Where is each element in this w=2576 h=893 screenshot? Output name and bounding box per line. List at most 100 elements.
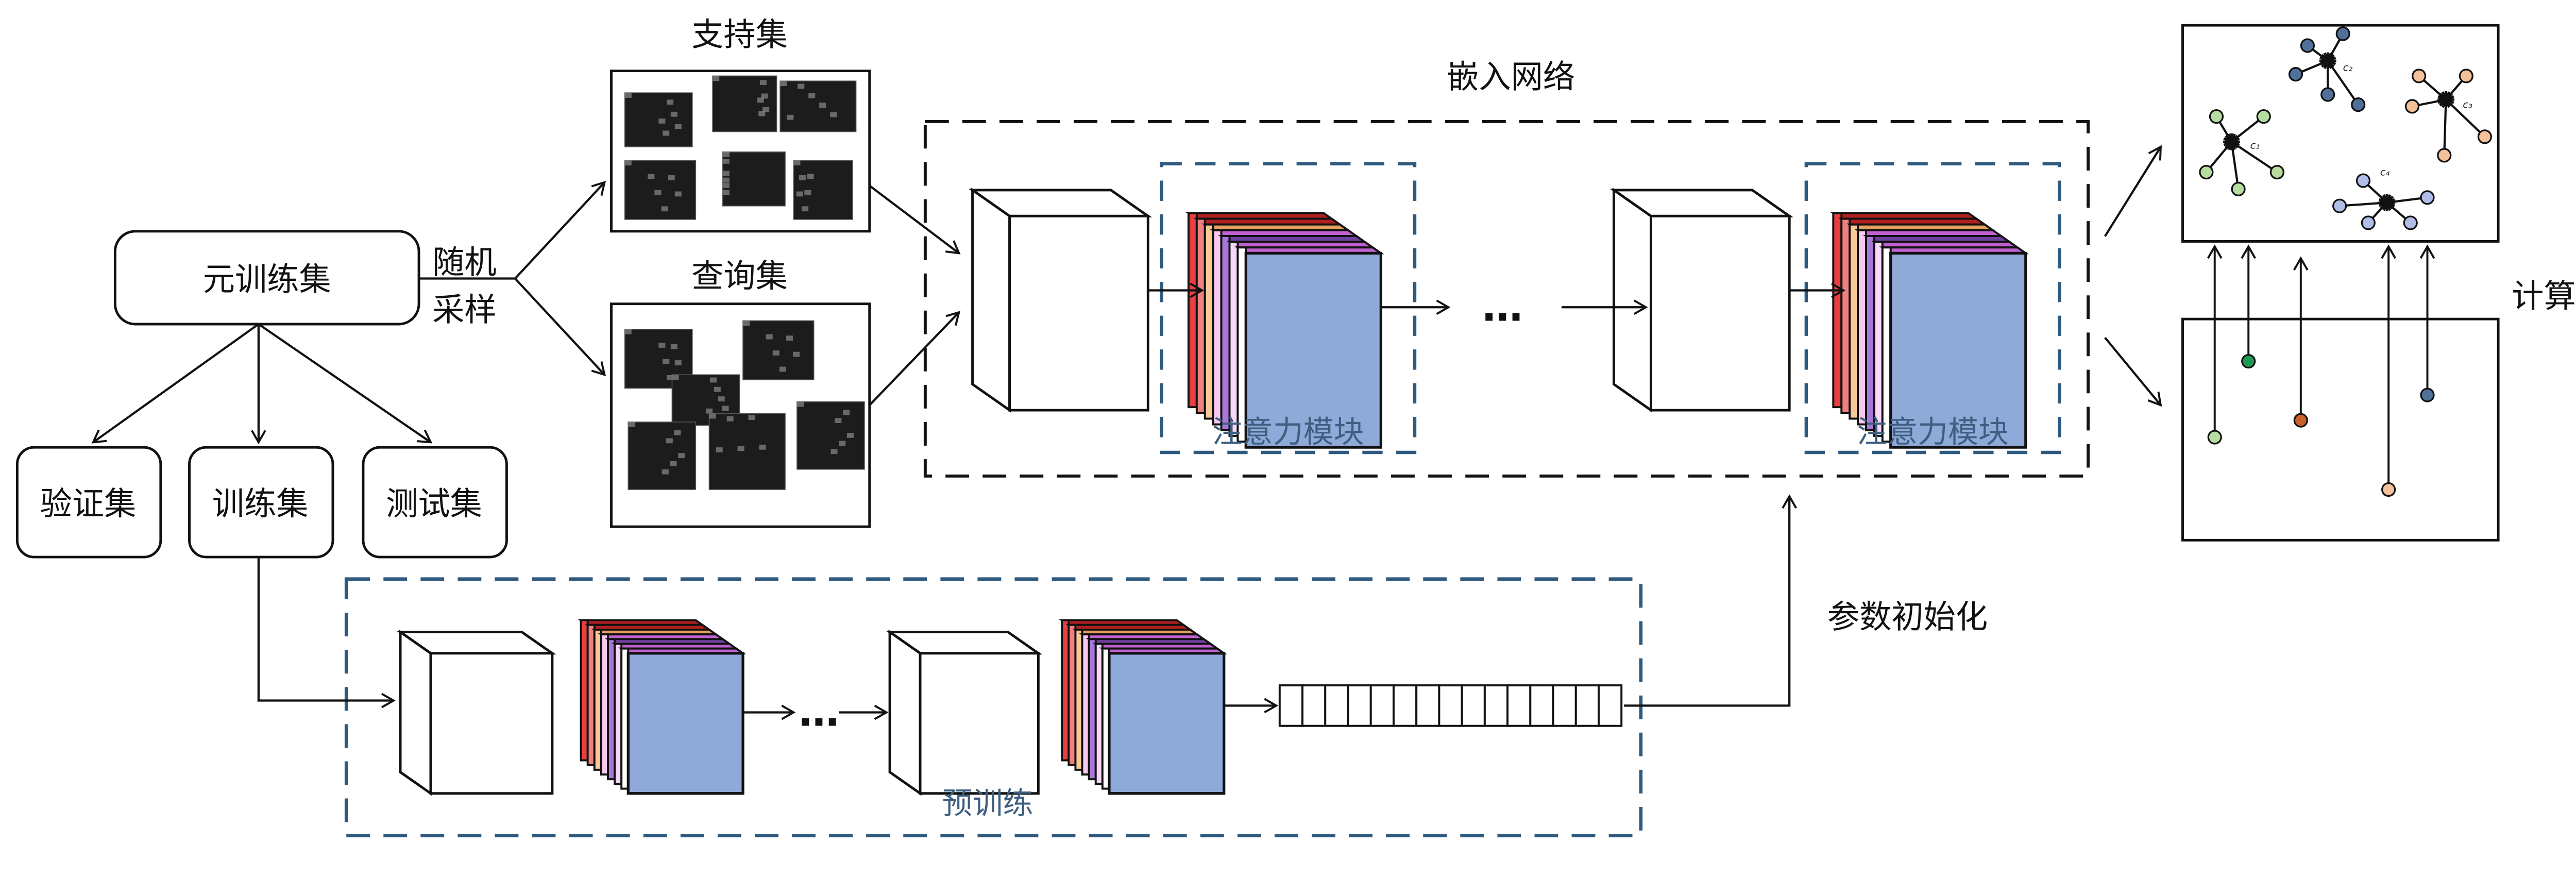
prototype-star — [2223, 137, 2240, 146]
feature-slice — [1832, 212, 1843, 409]
support-point — [2256, 109, 2271, 124]
validation-set-label: 验证集 — [40, 485, 137, 523]
image-texture — [674, 124, 682, 129]
image-texture — [658, 118, 666, 124]
image-texture — [668, 175, 675, 180]
image-texture — [709, 377, 717, 383]
feature-slice — [1195, 217, 1206, 414]
feature-slice — [1849, 223, 1859, 420]
support-point — [2231, 181, 2246, 196]
prototype-label: c₂ — [2343, 62, 2353, 74]
feature-slice — [580, 619, 589, 762]
arrow-to-val — [91, 323, 260, 444]
feature-vector — [1278, 684, 1623, 727]
image-texture — [839, 441, 846, 446]
image-texture — [658, 343, 666, 348]
image-texture — [799, 175, 806, 180]
vector-cell — [1392, 684, 1418, 727]
feature-slice — [1187, 212, 1198, 409]
arrow-support-to-net — [869, 184, 961, 255]
arrow-query-to-net — [869, 311, 961, 406]
feature-slice — [1857, 229, 1867, 426]
query-point — [2381, 482, 2396, 497]
feature-slice — [1865, 235, 1875, 431]
support-point — [2459, 69, 2473, 83]
sample-image — [628, 422, 697, 490]
prototype-label: c₃ — [2463, 99, 2472, 111]
image-texture — [674, 360, 682, 365]
meta-train-set-label: 元训练集 — [203, 260, 331, 298]
image-texture — [709, 413, 716, 419]
pretraining-label: 预训练 — [942, 785, 1033, 821]
attention-module-label-1: 注意力模块 — [1212, 414, 1364, 449]
vector-cell — [1301, 684, 1327, 727]
image-texture — [714, 386, 721, 392]
support-set-label: 支持集 — [691, 15, 788, 53]
image-texture — [819, 103, 826, 108]
support-point — [2403, 215, 2418, 230]
sample-image — [796, 401, 865, 470]
image-texture — [670, 461, 677, 466]
feature-slice — [1081, 633, 1090, 776]
image-texture — [835, 418, 842, 423]
image-texture — [831, 449, 838, 454]
image-texture — [796, 191, 803, 197]
cube-side — [971, 188, 1011, 413]
support-point — [2269, 165, 2285, 180]
image-texture — [662, 469, 669, 475]
vector-cell — [1324, 684, 1349, 727]
cluster-edge — [2327, 60, 2359, 106]
image-texture — [766, 334, 773, 340]
arrow-to-prototypes — [2104, 145, 2162, 237]
image-texture — [759, 444, 766, 450]
image-texture — [654, 190, 662, 195]
query-point — [2293, 413, 2308, 428]
image-texture — [793, 160, 801, 166]
image-texture — [666, 99, 674, 105]
image-texture — [758, 111, 766, 116]
vector-cell — [1598, 684, 1623, 727]
image-texture — [624, 329, 632, 334]
support-point — [2351, 97, 2366, 112]
image-texture — [666, 438, 673, 444]
cube-front — [429, 652, 554, 795]
image-texture — [663, 359, 670, 364]
attention-module-label-2: 注意力模块 — [1857, 414, 2009, 449]
random-sampling-label-1: 随机 — [432, 244, 496, 281]
image-texture — [772, 350, 779, 356]
attention-cube-front — [1108, 652, 1226, 795]
image-texture — [757, 97, 764, 103]
prototype-label: c₁ — [2250, 139, 2260, 151]
vector-cell — [1506, 684, 1532, 727]
support-point — [2332, 198, 2347, 213]
image-texture — [842, 410, 850, 415]
image-texture — [674, 430, 681, 435]
query-space-box — [2181, 317, 2500, 542]
support-point — [2335, 26, 2350, 41]
image-texture — [716, 447, 723, 452]
image-texture — [722, 190, 730, 195]
sample-image — [624, 160, 697, 220]
sample-image — [742, 320, 815, 380]
cluster-edge — [2443, 99, 2447, 156]
validation-set-box — [15, 446, 162, 559]
feature-slice — [586, 624, 596, 766]
image-texture — [670, 344, 677, 349]
attention-cube-front — [1889, 251, 2027, 449]
image-texture — [663, 130, 670, 136]
support-point — [2320, 87, 2335, 102]
support-images — [624, 75, 857, 220]
image-texture — [648, 174, 655, 179]
sample-image — [712, 75, 777, 132]
image-texture — [787, 114, 794, 120]
image-texture — [670, 111, 677, 117]
test-set-box — [362, 446, 508, 559]
image-texture — [718, 396, 725, 402]
support-point — [2420, 190, 2435, 205]
support-point — [2437, 148, 2452, 163]
image-texture — [722, 406, 729, 411]
arrow-to-query — [514, 278, 606, 377]
sample-image — [779, 80, 857, 132]
support-point — [2300, 38, 2315, 53]
cube-side — [888, 629, 922, 796]
